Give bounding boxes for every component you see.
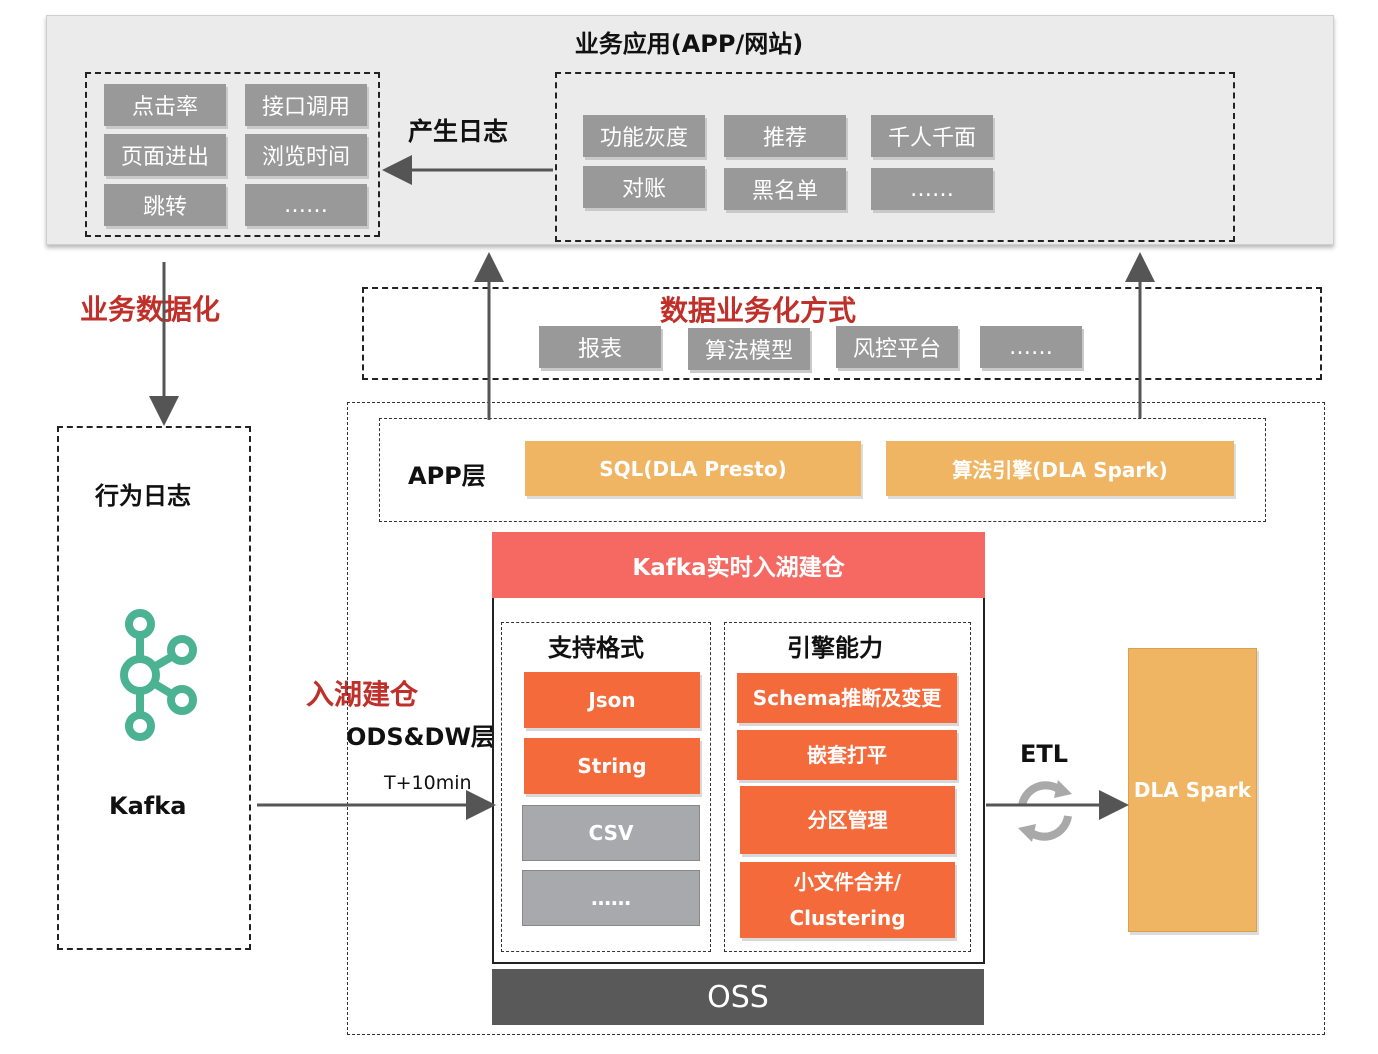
metric-click-rate: 点击率: [104, 84, 226, 126]
engine-compaction-line1: 小文件合并/: [793, 870, 902, 894]
kafka-lake-header: Kafka实时入湖建仓: [492, 532, 985, 598]
kafka-label: Kafka: [109, 792, 187, 820]
metric-jump: 跳转: [104, 184, 226, 226]
formats-title: 支持格式: [548, 634, 644, 662]
engine-flatten: 嵌套打平: [737, 730, 957, 780]
behavior-log-title: 行为日志: [95, 482, 191, 510]
engine-schema: Schema推断及变更: [737, 673, 957, 723]
usage-report: 报表: [539, 326, 661, 368]
feature-personalize: 千人千面: [871, 115, 993, 157]
metric-more: ……: [245, 184, 367, 226]
business-data-label: 业务数据化: [80, 293, 221, 326]
engine-compaction-line2: Clustering: [789, 906, 906, 930]
usage-more: ……: [980, 326, 1082, 368]
feature-recommend: 推荐: [724, 115, 846, 157]
behavior-log-box: [57, 426, 251, 950]
format-csv: CSV: [522, 805, 700, 861]
app-features-group: [555, 72, 1235, 242]
usage-algo-model: 算法模型: [688, 328, 810, 370]
etl-label: ETL: [1020, 740, 1069, 768]
feature-gray-release: 功能灰度: [583, 115, 705, 157]
refresh-cycle-icon: [1018, 780, 1072, 842]
formats-box: [501, 622, 711, 952]
format-more: ……: [522, 870, 700, 926]
lakehouse-frame: [347, 402, 1325, 1035]
log-metrics-group: [85, 72, 380, 237]
sql-dla-presto-box: SQL(DLA Presto): [525, 441, 861, 496]
metric-page-inout: 页面进出: [104, 134, 226, 176]
algo-dla-spark-box: 算法引擎(DLA Spark): [886, 441, 1234, 496]
engine-box: [724, 622, 971, 952]
feature-more: ……: [871, 168, 993, 210]
app-layer-box: [379, 418, 1266, 522]
engine-partition: 分区管理: [740, 786, 955, 854]
engine-compaction: 小文件合并/ Clustering: [740, 862, 955, 938]
usage-risk-platform: 风控平台: [836, 326, 958, 368]
engine-title: 引擎能力: [787, 634, 883, 662]
data-business-title: 数据业务化方式: [660, 294, 857, 327]
metric-browse-time: 浏览时间: [245, 134, 367, 176]
format-json: Json: [524, 672, 700, 728]
format-string: String: [524, 738, 700, 794]
lake-label: 入湖建仓: [306, 678, 419, 711]
app-layer-label: APP层: [408, 462, 486, 490]
data-business-group: [362, 287, 1322, 380]
ods-dw-layer-label: ODS&DW层: [346, 723, 495, 751]
produce-log-label: 产生日志: [408, 117, 509, 146]
oss-bar: OSS: [492, 969, 984, 1025]
business-app-title: 业务应用(APP/网站): [574, 30, 804, 58]
metric-api-call: 接口调用: [245, 84, 367, 126]
feature-reconcile: 对账: [583, 166, 705, 208]
latency-label: T+10min: [384, 772, 472, 794]
feature-blacklist: 黑名单: [724, 168, 846, 210]
kafka-logo-icon: [120, 609, 197, 741]
dla-spark-box: DLA Spark: [1128, 648, 1257, 932]
